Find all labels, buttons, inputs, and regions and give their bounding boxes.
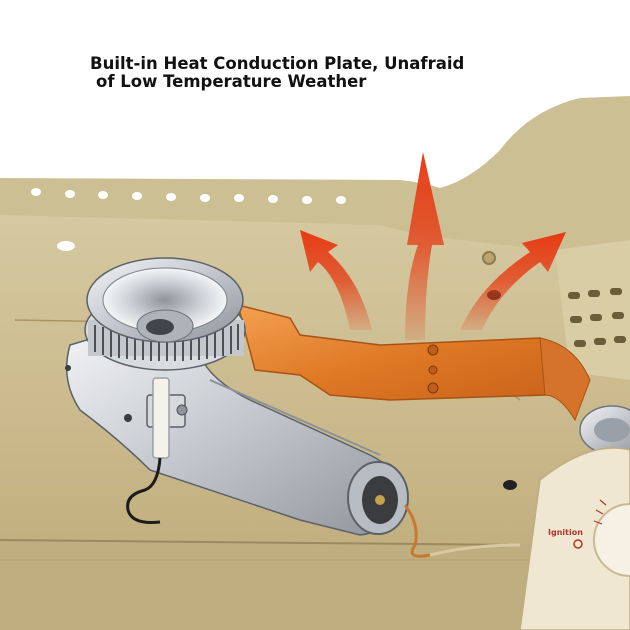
- right-burner: [579, 405, 630, 455]
- headline-line-1: Built-in Heat Conduction Plate, Unafraid: [90, 54, 465, 73]
- heat-arrows: [300, 152, 566, 340]
- control-knob-icon: [593, 503, 630, 577]
- headline: Built-in Heat Conduction Plate, Unafraid…: [90, 55, 550, 91]
- ignition-label: Ignition: [548, 528, 583, 537]
- heat-arrow-icon: [300, 230, 372, 330]
- left-burner: [65, 257, 409, 536]
- igniter: [126, 377, 188, 524]
- control-knob: Ignition: [519, 447, 630, 630]
- side-vent-panel: [555, 240, 630, 380]
- headline-line-2: of Low Temperature Weather: [96, 72, 367, 91]
- copper-wire: [403, 504, 431, 558]
- floor-hole: [503, 480, 517, 490]
- vent-holes: [31, 188, 346, 204]
- igniter-icon: [152, 377, 170, 459]
- heat-arrow-icon: [460, 232, 566, 330]
- heat-conduction-plate: [236, 303, 591, 422]
- mount-screw: [482, 251, 496, 265]
- heat-arrow-icon: [405, 152, 444, 340]
- floor-hole: [57, 241, 75, 251]
